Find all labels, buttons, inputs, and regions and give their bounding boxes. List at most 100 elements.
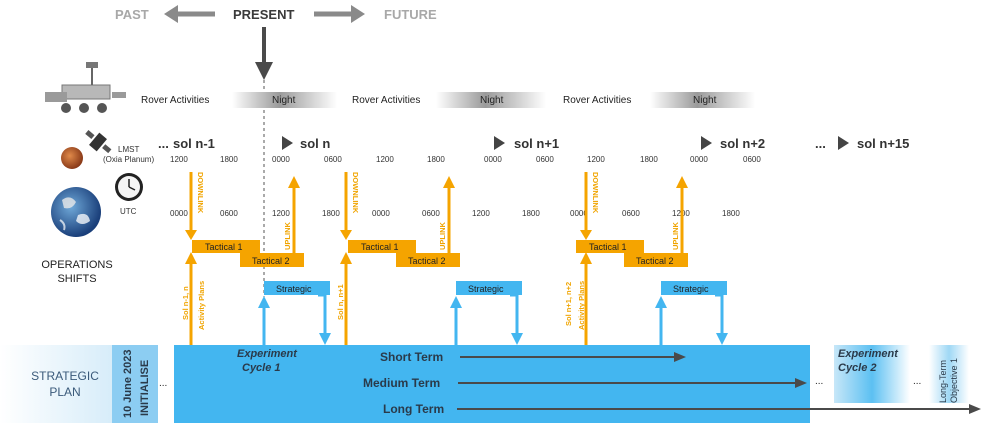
lmst-label: LMST	[118, 145, 139, 154]
night-label-1: Night	[272, 95, 296, 106]
arrow-up-icon	[443, 176, 455, 188]
long-term-label: Long Term	[383, 402, 444, 416]
lmst-tick: 1200	[376, 155, 394, 164]
night-bar-1	[232, 92, 337, 108]
night-label-3: Night	[693, 95, 717, 106]
utc-tick: 0000	[170, 209, 188, 218]
arrow-down-icon	[511, 333, 523, 345]
initialise-label: INITIALISE	[139, 360, 151, 416]
objective-line1: Long-Term	[938, 360, 948, 403]
rover-activities-label-2: Rover Activities	[352, 95, 420, 106]
downlink-label: DOWNLINK	[196, 172, 205, 214]
lmst-tick: 0000	[690, 155, 708, 164]
initialise-date: 10 June 2023	[122, 350, 134, 419]
arrow-right-icon	[674, 352, 686, 362]
arrow-down-icon	[716, 333, 728, 345]
utc-tick: 0600	[622, 209, 640, 218]
strategic-bar	[661, 281, 727, 295]
right-arrow-icon	[314, 5, 365, 23]
experiment-cycle-2-panel	[834, 345, 910, 403]
lmst-tick: 1800	[427, 155, 445, 164]
medium-term-label: Medium Term	[363, 376, 440, 390]
uplink-label: UPLINK	[283, 222, 292, 251]
ops-title-line1: OPERATIONS	[41, 259, 112, 271]
strategic-down-arrow	[510, 293, 519, 335]
arrow-down-icon	[340, 230, 352, 240]
lmst-tick: 1200	[170, 155, 188, 164]
future-label: FUTURE	[384, 7, 437, 22]
rover-activities-label-3: Rover Activities	[563, 95, 631, 106]
sol-label-n-1: sol n-1	[173, 136, 215, 151]
strategic-bar	[456, 281, 522, 295]
downlink-label: DOWNLINK	[351, 172, 360, 214]
lmst-tick: 0000	[484, 155, 502, 164]
sol-plan-label: Sol n-1, n	[181, 286, 190, 320]
lmst-tick: 1800	[640, 155, 658, 164]
ops-group-1: DOWNLINK Tactical 1 Tactical 2 UPLINK So…	[181, 172, 331, 345]
cycle1-line2: Cycle 1	[242, 362, 281, 374]
present-label: PRESENT	[233, 7, 294, 22]
initialise-ellipsis: ...	[159, 378, 167, 389]
ops-title-line2: SHIFTS	[57, 273, 96, 285]
play-icon	[701, 136, 712, 150]
utc-tick: 1200	[272, 209, 290, 218]
arrow-down-icon	[580, 230, 592, 240]
past-label: PAST	[115, 7, 149, 22]
sol-label-n: sol n	[300, 136, 330, 151]
uplink-label: UPLINK	[438, 222, 447, 251]
tactical1-bar	[348, 240, 416, 253]
lmst-tick: 0600	[743, 155, 761, 164]
night-bar-2	[436, 92, 546, 108]
strategic-plan-line2: PLAN	[49, 385, 80, 399]
lmst-tick: 0600	[324, 155, 342, 164]
night-label-2: Night	[480, 95, 504, 106]
tactical1-label: Tactical 1	[205, 242, 243, 252]
utc-tick: 0600	[422, 209, 440, 218]
long-term-objective-panel	[929, 345, 969, 403]
arrow-up-icon	[340, 252, 352, 264]
utc-tick: 0000	[570, 209, 588, 218]
utc-tick: 1200	[472, 209, 490, 218]
lmst-tick: 0600	[536, 155, 554, 164]
utc-tick: 1800	[722, 209, 740, 218]
sol-ellipsis-left: ...	[158, 136, 169, 151]
tactical2-bar	[396, 253, 460, 267]
tactical2-label: Tactical 2	[636, 256, 674, 266]
ops-group-2: DOWNLINK Tactical 1 Tactical 2 UPLINK So…	[336, 172, 523, 345]
play-icon	[494, 136, 505, 150]
strategic-down-arrow	[318, 293, 327, 335]
tactical1-label: Tactical 1	[361, 242, 399, 252]
rover-icon	[45, 62, 126, 113]
sol-label-n+1: sol n+1	[514, 136, 559, 151]
tactical2-label: Tactical 2	[408, 256, 446, 266]
cycle2-line2: Cycle 2	[838, 362, 877, 374]
activity-plans-label: Activity Plans	[577, 281, 586, 330]
tactical2-label: Tactical 2	[252, 256, 290, 266]
uplink-label: UPLINK	[671, 222, 680, 251]
sol-label-n+2: sol n+2	[720, 136, 765, 151]
initialise-panel	[112, 345, 158, 423]
sol-plan-label: Sol n, n+1	[336, 284, 345, 320]
activity-plans-label: Activity Plans	[197, 281, 206, 330]
objective-line2: Objective 1	[949, 358, 959, 403]
sol-label-n+15: sol n+15	[857, 136, 909, 151]
strategic-bar	[264, 281, 330, 295]
arrow-down-icon	[319, 333, 331, 345]
lmst-sublabel: (Oxia Planum)	[103, 155, 154, 164]
arrow-up-icon	[580, 252, 592, 264]
rover-activities-label-1: Rover Activities	[141, 95, 209, 106]
strategic-down-arrow	[715, 293, 724, 335]
left-arrow-icon	[164, 5, 215, 23]
sol-plan-label: Sol n+1, n+2	[564, 282, 573, 326]
cycle-ellipsis: ...	[815, 376, 823, 387]
night-bar-3	[650, 92, 755, 108]
cycle2-ellipsis: ...	[913, 376, 921, 387]
lmst-tick: 0000	[272, 155, 290, 164]
sol-ellipsis-right: ...	[815, 136, 826, 151]
arrow-up-icon	[676, 176, 688, 188]
tactical1-bar	[192, 240, 260, 253]
arrow-right-icon	[795, 378, 807, 388]
lmst-tick-row: 1200 1800 0000 0600 1200 1800 0000 0600 …	[170, 155, 761, 164]
arrow-down-icon	[185, 230, 197, 240]
